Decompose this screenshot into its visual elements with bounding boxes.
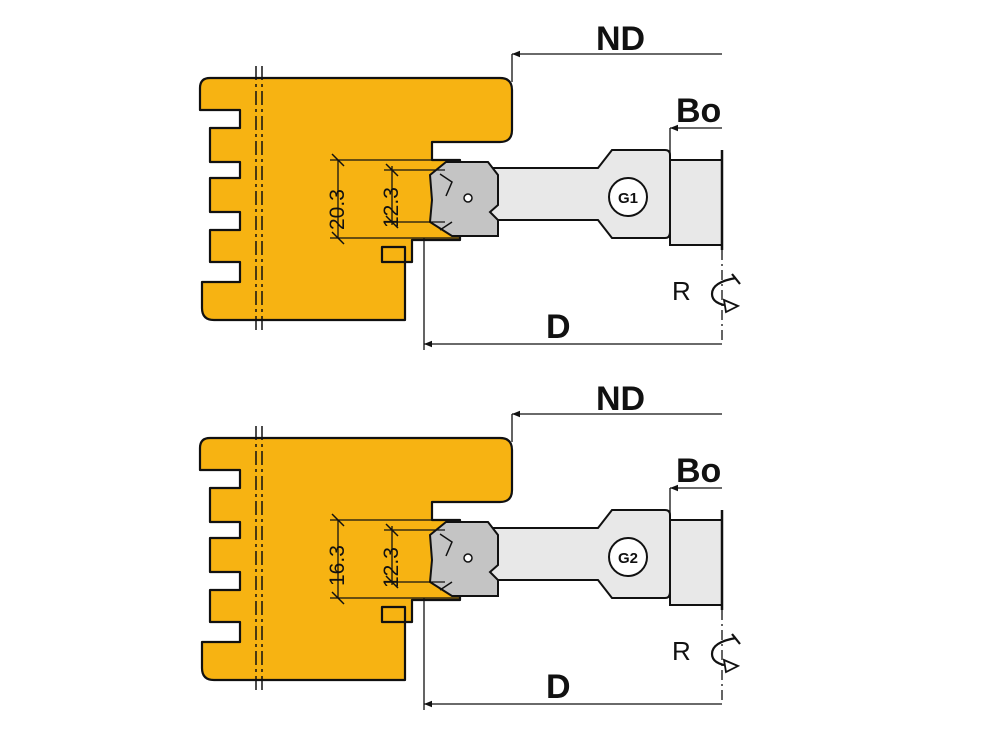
d-label: D	[546, 308, 571, 346]
r-label: R	[672, 276, 691, 306]
bo-label: Bo	[676, 92, 721, 130]
d-label: D	[546, 668, 571, 706]
tool-view-1: G1 ND Bo D R 20.3 12.3	[200, 20, 740, 350]
dim-inner: 12.3	[380, 187, 403, 228]
tool-view-2: G2 ND Bo D R 16.3 12.3	[200, 380, 740, 710]
dim-outer: 16.3	[326, 545, 349, 586]
dim-outer: 20.3	[326, 189, 349, 230]
group-label: G2	[618, 550, 638, 567]
nd-label: ND	[596, 380, 645, 418]
dim-inner: 12.3	[380, 547, 403, 588]
bo-label: Bo	[676, 452, 721, 490]
nd-label: ND	[596, 20, 645, 58]
group-label: G1	[618, 190, 638, 207]
r-label: R	[672, 636, 691, 666]
